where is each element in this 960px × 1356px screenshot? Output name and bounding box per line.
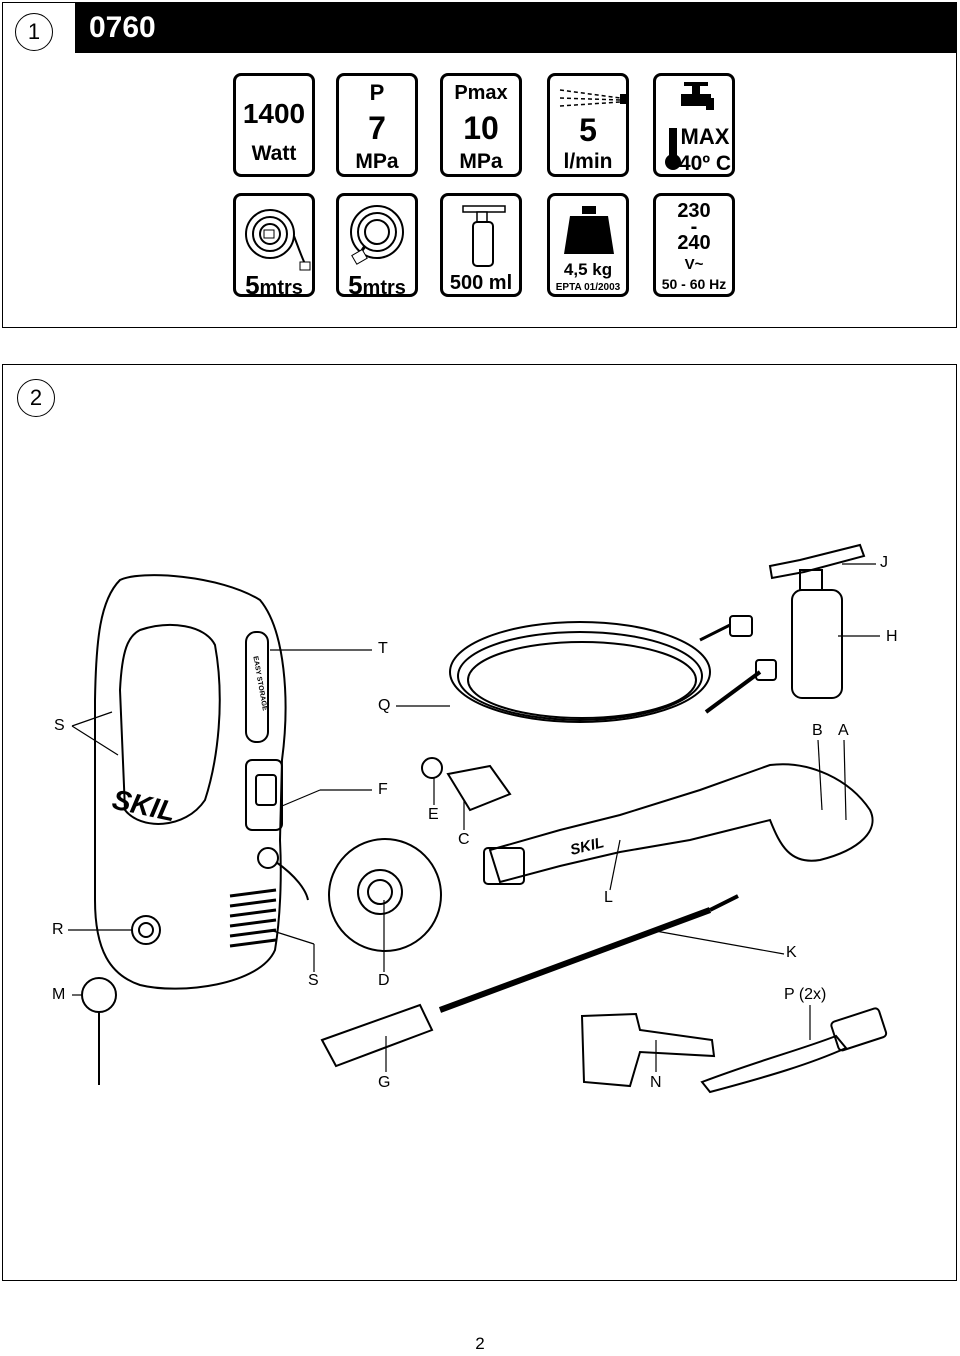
hose-length: 5mtrs bbox=[236, 270, 312, 297]
pressure-label: P bbox=[369, 80, 385, 105]
hose-coil-icon bbox=[245, 209, 311, 271]
label-n: N bbox=[650, 1074, 662, 1091]
power-tile: 1400 Watt bbox=[233, 73, 315, 177]
temperature-max-label: MAX bbox=[680, 124, 730, 149]
power-unit: Watt bbox=[251, 142, 297, 165]
label-c: C bbox=[458, 831, 470, 848]
weight-icon bbox=[564, 206, 614, 254]
power-cord-icon bbox=[350, 205, 404, 265]
pressure-value: 7 bbox=[368, 110, 386, 146]
label-l: L bbox=[604, 889, 613, 906]
figure-number: 2 bbox=[17, 379, 55, 417]
hose-length-value: 5 bbox=[245, 270, 260, 297]
label-k: K bbox=[786, 944, 797, 961]
label-f: F bbox=[378, 781, 388, 798]
label-s-grille: S bbox=[308, 972, 319, 989]
cord-length-value: 5 bbox=[348, 270, 363, 297]
flow-unit: l/min bbox=[563, 150, 613, 173]
label-d: D bbox=[378, 972, 390, 989]
label-j: J bbox=[880, 554, 888, 571]
max-pressure-tile: Pmax 10 MPa bbox=[440, 73, 522, 177]
pressure-unit: MPa bbox=[355, 150, 399, 173]
label-s: S bbox=[54, 717, 65, 734]
voltage-dash: - bbox=[690, 216, 698, 238]
spray-icon bbox=[559, 89, 626, 107]
figure-number: 1 bbox=[15, 13, 53, 51]
model-number: 0760 bbox=[89, 11, 156, 44]
max-pressure-label: Pmax bbox=[454, 82, 508, 104]
voltage-low: 230 bbox=[677, 200, 711, 222]
label-a: A bbox=[838, 722, 849, 739]
bottle-capacity: 500 ml bbox=[443, 272, 519, 294]
weight-value: 4,5 kg bbox=[563, 260, 613, 279]
label-g: G bbox=[378, 1074, 391, 1091]
cord-length-unit: mtrs bbox=[362, 277, 406, 297]
cord-length: 5mtrs bbox=[339, 270, 415, 297]
max-pressure-value: 10 bbox=[463, 110, 499, 146]
label-r: R bbox=[52, 921, 64, 938]
flow-value: 5 bbox=[579, 112, 597, 148]
figure-1-panel: 1 0760 1400 Watt P 7 MPa Pmax 10 MPa 5 l… bbox=[2, 2, 957, 328]
temperature-value: 40º C bbox=[678, 152, 732, 175]
label-e: E bbox=[428, 806, 439, 823]
temperature-tile: MAX 40º C bbox=[653, 73, 735, 177]
voltage-tile: 230 - 240 V~ 50 - 60 Hz bbox=[653, 193, 735, 297]
cord-length-tile: 5mtrs bbox=[336, 193, 418, 297]
label-h: H bbox=[886, 628, 898, 645]
label-m: M bbox=[52, 986, 66, 1003]
hose-length-unit: mtrs bbox=[259, 277, 303, 297]
max-pressure-unit: MPa bbox=[459, 150, 503, 173]
weight-tile: 4,5 kg EPTA 01/2003 bbox=[547, 193, 629, 297]
flow-tile: 5 l/min bbox=[547, 73, 629, 177]
weight-standard: EPTA 01/2003 bbox=[555, 282, 621, 293]
voltage-unit: V~ bbox=[684, 256, 704, 273]
bottle-tile: 500 ml bbox=[440, 193, 522, 297]
detergent-bottle-icon bbox=[462, 205, 506, 267]
pressure-tile: P 7 MPa bbox=[336, 73, 418, 177]
bottle-value: 500 bbox=[449, 272, 484, 294]
bottle-unit: ml bbox=[488, 272, 513, 294]
label-q: Q bbox=[378, 697, 391, 714]
label-p: P (2x) bbox=[784, 986, 827, 1003]
page-number: 2 bbox=[475, 1334, 485, 1353]
hose-length-tile: 5mtrs bbox=[233, 193, 315, 297]
tap-thermometer-icon bbox=[665, 82, 714, 170]
frequency: 50 - 60 Hz bbox=[661, 276, 727, 292]
label-t: T bbox=[378, 640, 388, 657]
model-title: 0760 bbox=[75, 3, 956, 53]
voltage-high: 240 bbox=[677, 232, 711, 254]
label-b: B bbox=[812, 722, 823, 739]
power-value: 1400 bbox=[242, 98, 306, 129]
